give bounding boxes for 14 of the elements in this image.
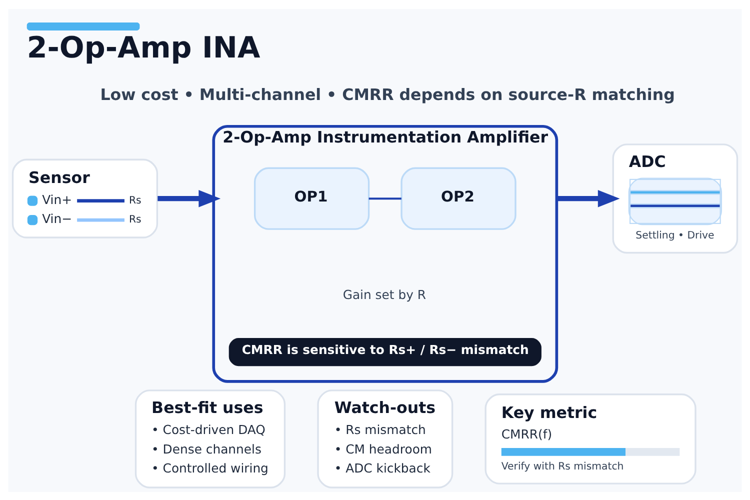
node-box: CMRR is sensitive to Rs+ / Rs− mismatch (228, 337, 542, 366)
node-box: OP1 (254, 166, 370, 230)
node-box: Key metric CMRR(f) Verify with Rs mismatch (484, 393, 696, 484)
node-box: Sensor Vin+ Rs Vin− Rs (12, 158, 158, 238)
node-box: ADC Settling • Drive (612, 143, 738, 254)
node-box: Best-fit uses • Cost-driven DAQ • Dense channels • Controlled wiring (134, 389, 286, 488)
diagram-title: 2-Op-Amp INA (26, 30, 260, 64)
node-box: OP2 (400, 166, 516, 230)
connector (368, 197, 402, 200)
node-box: Watch-outs • Rs mismatch • CM headroom • ADC kickback (317, 389, 454, 488)
arrow (556, 189, 620, 207)
arrow (158, 189, 221, 207)
label: Low cost • Multi-channel • CMRR depends on source-R matching (100, 84, 675, 104)
label: Gain set by R (342, 286, 426, 302)
